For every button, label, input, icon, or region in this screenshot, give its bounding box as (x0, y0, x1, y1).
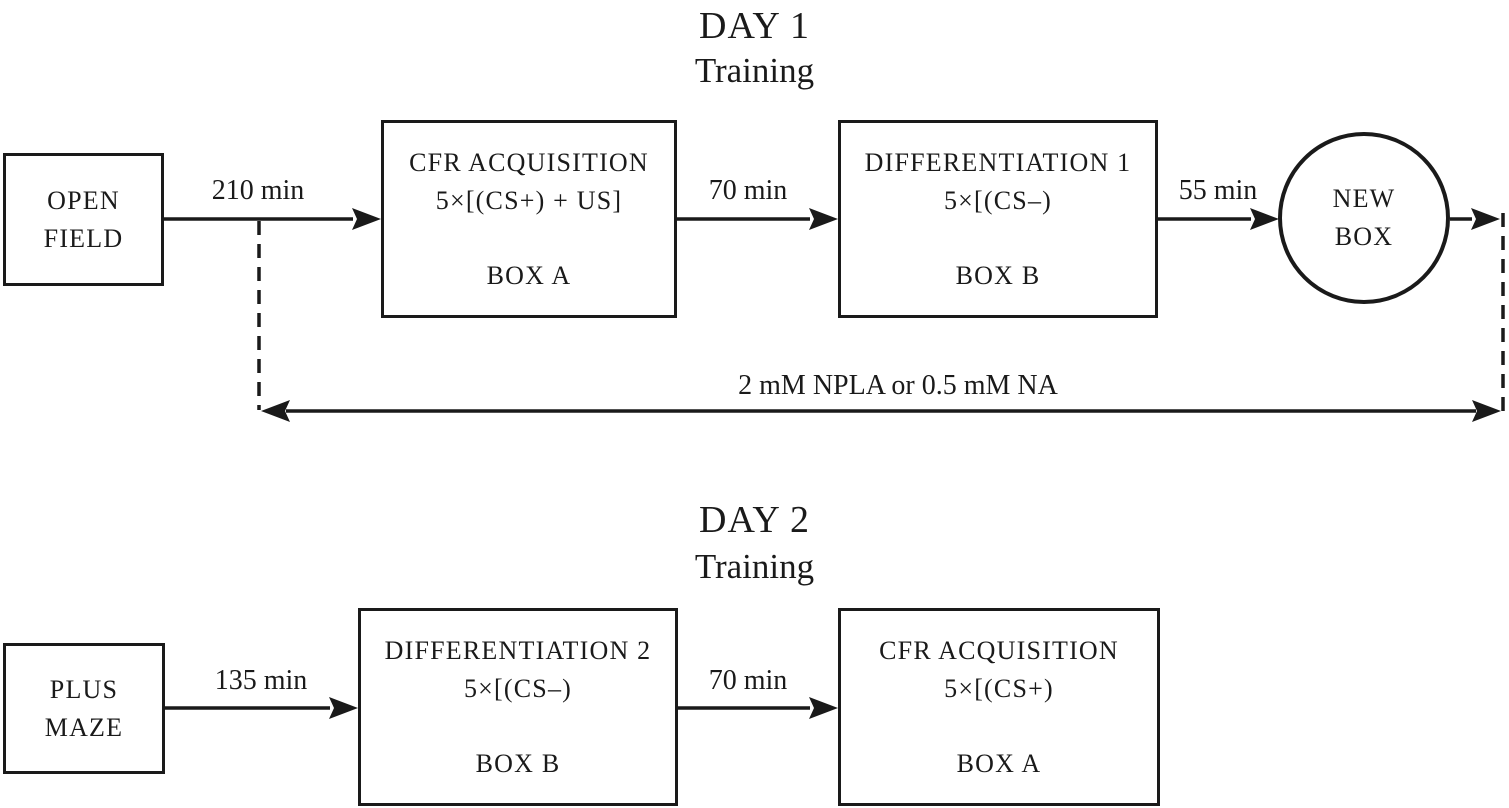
arrow-newbox-to-end (1450, 208, 1500, 230)
node-detail: 5×[(CS+) + US] (435, 186, 623, 215)
node-new-box-line2: BOX (1334, 222, 1394, 251)
arrow-diff1-to-newbox (1158, 208, 1279, 230)
node-location: BOX A (956, 749, 1042, 778)
node-title: DIFFERENTIATION 2 (384, 636, 652, 665)
node-location: BOX A (486, 261, 572, 290)
arrow-open-to-cfr (164, 208, 381, 230)
node-location: BOX B (475, 749, 561, 778)
day2-title: DAY 2 (699, 499, 810, 541)
node-open-field-line1: OPEN (47, 185, 120, 215)
node-location: BOX B (955, 261, 1041, 290)
node-new-box: NEW BOX (1278, 132, 1450, 304)
arrow-cfr-to-diff1 (677, 208, 838, 230)
node-title: DIFFERENTIATION 1 (864, 148, 1132, 177)
arrow-diff2-to-cfr (678, 697, 838, 719)
node-plus-maze-line2: MAZE (44, 712, 124, 742)
node-cfr-acquisition-day1: CFR ACQUISITION 5×[(CS+) + US] BOX A (381, 120, 677, 318)
node-detail: 5×[(CS–) (463, 674, 573, 703)
node-differentiation1: DIFFERENTIATION 1 5×[(CS–) BOX B (838, 120, 1158, 318)
node-plus-maze: PLUS MAZE (3, 643, 165, 774)
drug-infusion-label: 2 mM NPLA or 0.5 mM NA (738, 370, 1058, 401)
arrow-maze-to-diff2 (165, 697, 358, 719)
drug-window-double-arrow (261, 400, 1501, 422)
node-new-box-line1: NEW (1332, 184, 1396, 213)
interval-diff2-to-cfr: 70 min (708, 665, 788, 696)
interval-cfr-to-diff1: 70 min (708, 175, 788, 206)
interval-maze-to-diff2: 135 min (214, 665, 308, 696)
node-title: CFR ACQUISITION (409, 148, 649, 177)
node-open-field: OPEN FIELD (3, 153, 164, 286)
interval-open-to-cfr: 210 min (211, 175, 305, 206)
node-plus-maze-line1: PLUS (49, 674, 119, 704)
node-detail: 5×[(CS+) (944, 674, 1054, 703)
day1-subtitle: Training (694, 51, 815, 90)
day1-title: DAY 1 (699, 5, 810, 47)
node-differentiation2: DIFFERENTIATION 2 5×[(CS–) BOX B (358, 608, 678, 806)
node-cfr-acquisition-day2: CFR ACQUISITION 5×[(CS+) BOX A (838, 608, 1160, 806)
node-title: CFR ACQUISITION (879, 636, 1119, 665)
day2-subtitle: Training (694, 547, 815, 586)
node-open-field-line2: FIELD (43, 223, 124, 253)
interval-diff1-to-newbox: 55 min (1178, 175, 1258, 206)
node-detail: 5×[(CS–) (943, 186, 1053, 215)
